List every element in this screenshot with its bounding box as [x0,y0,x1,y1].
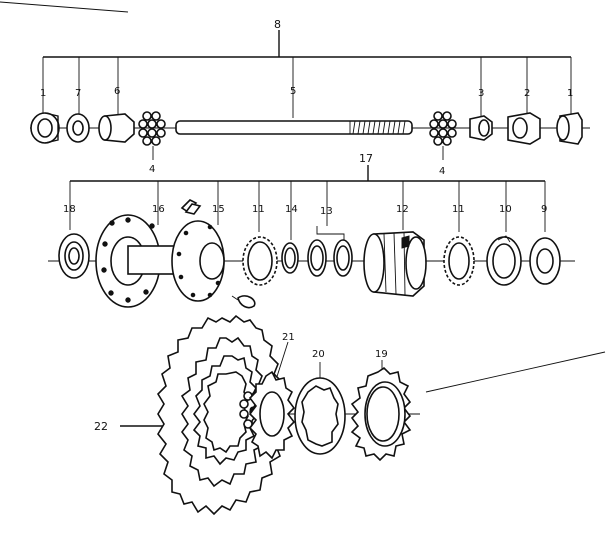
part-10-bearing-cup [486,235,522,286]
part-11-bearing-ring-right [443,236,475,286]
part-12-ratchet-body [363,231,427,297]
part-7-washer [66,113,90,143]
part-5-axle [175,120,413,135]
scan-artifact-line [425,351,606,393]
callout-4-left: 4 [149,164,155,175]
part-4-bearing-balls-left [138,111,166,146]
callout-17: 17 [359,152,373,165]
callout-18: 18 [63,204,76,215]
part-1-right-locknut [556,112,583,145]
part-2-nut [507,112,541,145]
part-16-hub-body [95,214,225,308]
callout-21: 21 [282,332,295,343]
part-18-dust-cap [58,233,90,279]
part-21-small-sprocket [248,370,296,460]
callout-20: 20 [312,349,325,360]
callout-7: 7 [75,88,81,99]
callout-12: 12 [396,204,409,215]
sprocket-cluster-group [120,314,420,516]
callout-19: 19 [375,349,388,360]
callout-6: 6 [114,86,120,97]
callout-16: 16 [152,204,165,215]
part-22-large-sprocket [156,314,288,516]
part-6-cone [98,113,135,143]
callout-10: 10 [499,204,512,215]
part-14-spacer-ring [281,242,299,274]
part-15-pawl [180,199,256,309]
callout-14: 14 [285,204,298,215]
callout-3: 3 [478,88,484,99]
callout-9: 9 [541,204,547,215]
callout-1-right: 1 [567,88,573,99]
part-11-bearing-ring-left [242,236,278,286]
part-20-splined-washer [294,377,346,455]
part-4-bearing-balls-right [429,111,457,146]
callout-8: 8 [274,18,281,31]
callout-1-left: 1 [40,88,46,99]
callout-22: 22 [94,420,108,433]
part-1-left-locknut [30,112,60,144]
callout-11-left: 11 [252,204,265,215]
scan-artifact-line [0,1,129,13]
callout-5: 5 [290,86,296,97]
callout-13: 13 [320,206,333,217]
part-3-cone [469,115,493,141]
callout-4-right: 4 [439,166,445,177]
callout-2: 2 [524,88,530,99]
part-19-sprocket [350,366,412,462]
part-13-rings [307,226,353,277]
callout-labels: 8 1 7 6 5 3 2 1 4 4 17 18 16 15 11 14 13… [40,18,573,433]
hub-assembly-group [48,165,575,309]
part-9-washer [529,237,561,285]
callout-11-right: 11 [452,204,465,215]
axle-assembly-group [30,30,590,160]
callout-15: 15 [212,204,225,215]
